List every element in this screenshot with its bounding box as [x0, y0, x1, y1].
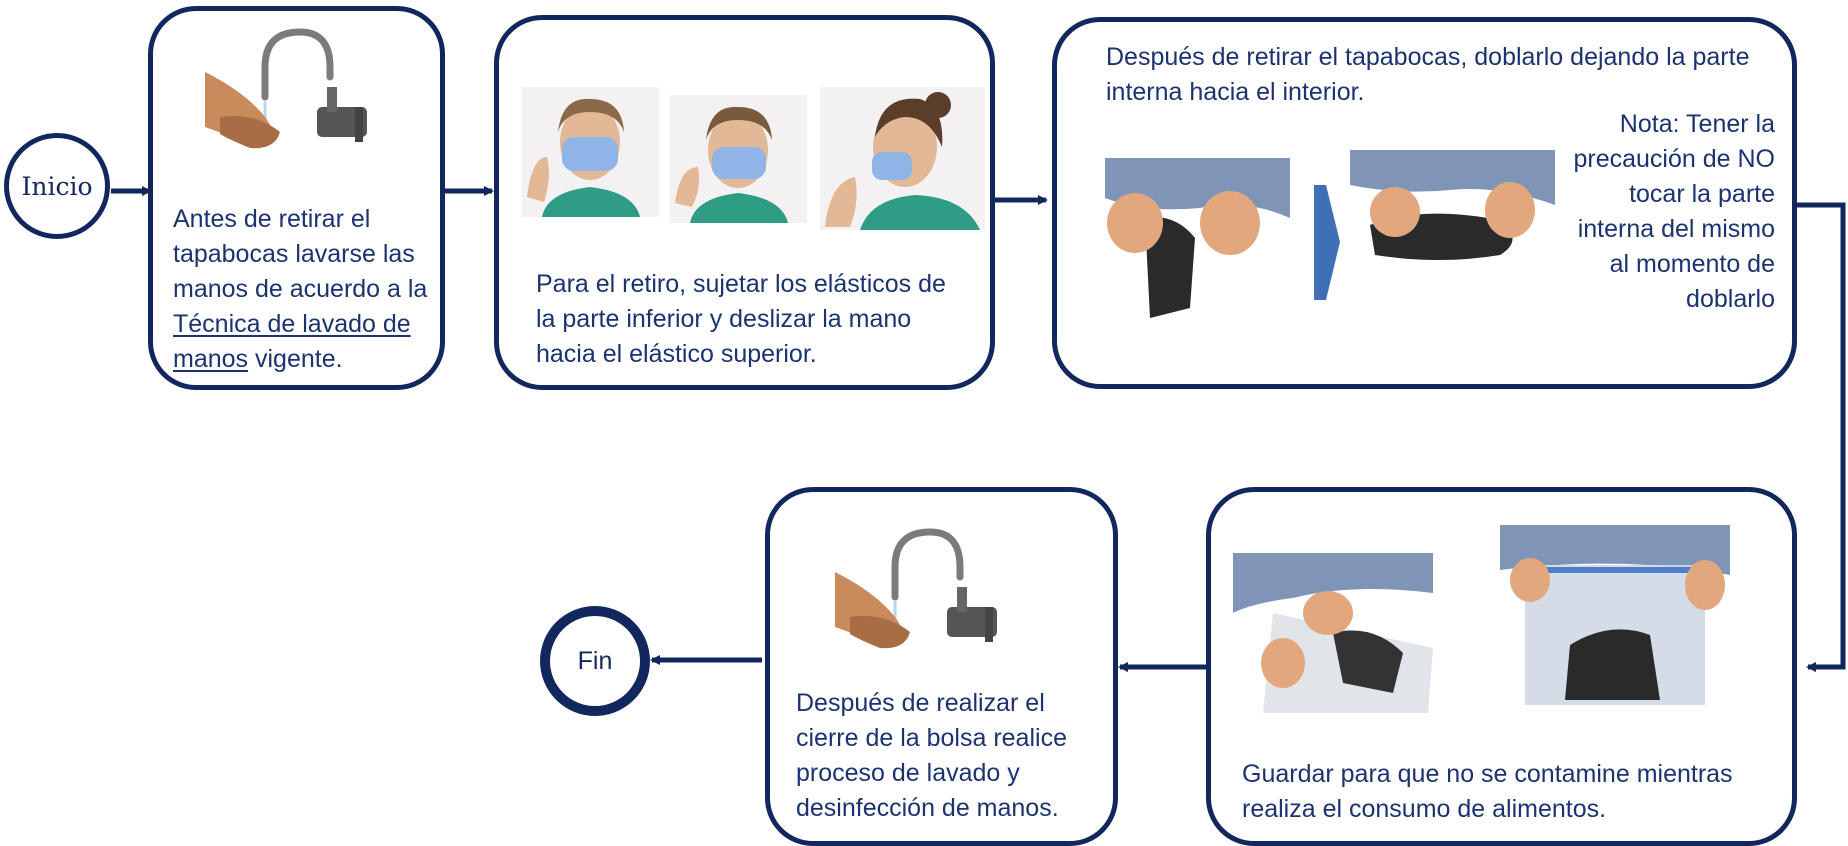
handwashing-icon — [205, 28, 367, 149]
step-1-box — [148, 6, 445, 390]
step-5-text: Después de realizar el cierre de la bols… — [796, 689, 1067, 822]
start-node: Inicio — [4, 133, 110, 239]
mask-fold-closed-photo — [1350, 150, 1555, 280]
step-3-text: Después de retirar el tapabocas, doblarl… — [1106, 43, 1750, 106]
fold-step-arrow — [1314, 185, 1340, 300]
mask-removal-front-photo — [522, 87, 659, 217]
start-label: Inicio — [21, 171, 93, 201]
step-1-text: Antes de retirar el tapabocas lavarse la… — [173, 202, 438, 377]
step-2-text: Para el retiro, sujetar los elásticos de… — [536, 270, 946, 368]
step-4-text: Guardar para que no se contamine mientra… — [1242, 760, 1733, 823]
mask-removal-front2-photo — [670, 95, 807, 223]
mask-fold-open-photo — [1105, 158, 1290, 318]
handwashing-technique-link[interactable]: Técnica de lavado de manos — [173, 310, 411, 373]
bag-open-photo — [1233, 553, 1453, 713]
step-1-text-before: Antes de retirar el tapabocas lavarse la… — [173, 205, 428, 303]
handwashing-icon — [835, 528, 997, 649]
step-5-box — [765, 487, 1118, 846]
step-3-note: Nota: Tener la precaución de NO tocar la… — [1573, 110, 1775, 313]
step-1-text-after: vigente. — [248, 345, 343, 373]
bag-sealed-photo — [1500, 525, 1730, 710]
end-label: Fin — [577, 646, 613, 675]
mask-removal-side-photo — [820, 87, 985, 230]
arrow-step3-to-step4 — [1797, 202, 1846, 672]
end-node: Fin — [540, 606, 650, 716]
